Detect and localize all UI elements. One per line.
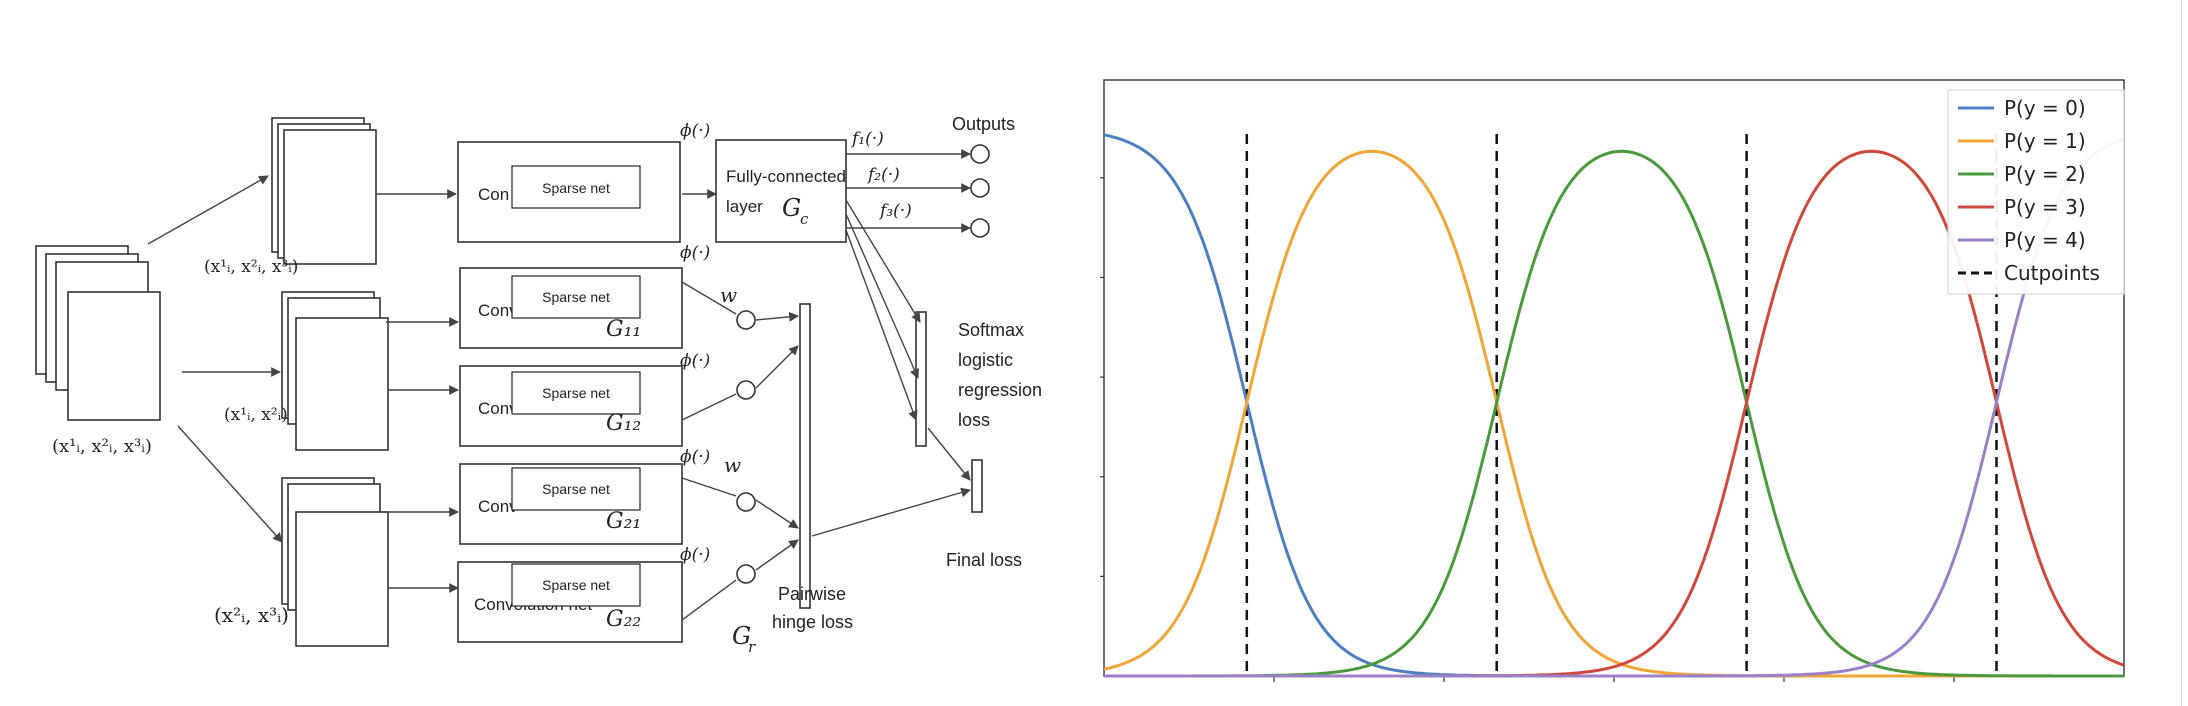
f1-label: f₁(·) <box>850 129 884 149</box>
output-lines <box>846 149 971 233</box>
input-triple-label: (x¹ᵢ, x²ᵢ, x³ᵢ) <box>52 436 152 457</box>
legend-label-0: P(y = 0) <box>2004 96 2086 120</box>
g21-label: G₂₁ <box>606 509 641 534</box>
sparse-net-label: Sparse net <box>542 481 610 497</box>
conv-box-g22: Convolution net Sparse net G₂₂ <box>457 561 683 643</box>
outputs-label: Outputs <box>952 114 1015 134</box>
w-label-lower: w <box>724 453 741 477</box>
svg-text:Conv: Conv <box>478 399 518 418</box>
scrollbar-track[interactable] <box>2181 0 2182 706</box>
pairwise-hinge-bar <box>799 303 811 609</box>
svg-text:layer: layer <box>726 197 763 216</box>
top-image-stack <box>271 117 377 265</box>
svg-text:regression: regression <box>958 380 1042 400</box>
pair-lines <box>681 281 737 621</box>
final-loss-label: Final loss <box>946 550 1022 570</box>
g12-label: G₁₂ <box>606 411 641 436</box>
input-arrows <box>147 175 459 593</box>
input-image-stack <box>35 245 161 421</box>
ordinal-probability-chart: P(y = 0) P(y = 1) P(y = 2) P(y = 3) P(y = 4)… <box>1100 79 2125 682</box>
gr-sub-label: r <box>748 638 756 656</box>
legend-label-5: Cutpoints <box>2004 261 2100 285</box>
svg-text:ϕ(·): ϕ(·) <box>680 243 710 263</box>
svg-text:ϕ(·): ϕ(·) <box>680 121 710 141</box>
svg-text:logistic: logistic <box>958 350 1013 370</box>
bottom-image-stack <box>281 477 389 647</box>
series-lines <box>1103 133 2125 678</box>
legend-label-1: P(y = 1) <box>2004 129 2086 153</box>
phi-labels: ϕ(·) ϕ(·) ϕ(·) ϕ(·) ϕ(·) <box>680 121 710 565</box>
fully-connected-layer: Fully-connected layer G c <box>715 139 847 243</box>
bottom-input-label: (x²ᵢ, x³ᵢ) <box>214 603 289 627</box>
sparse-net-label: Sparse net <box>542 180 610 196</box>
g22-label: G₂₂ <box>606 607 641 632</box>
svg-text:loss: loss <box>958 410 990 430</box>
f2-label: f₂(·) <box>866 165 900 185</box>
middle-input-label: (x¹ᵢ, x²ᵢ) <box>224 405 288 425</box>
svg-text:ϕ(·): ϕ(·) <box>680 351 710 371</box>
sparse-net-label: Sparse net <box>542 577 610 593</box>
conv-box-g21: Conv Sparse net G₂₁ <box>459 463 683 545</box>
pairwise-label: Pairwise <box>778 584 846 604</box>
softmax-label: Softmax logistic regression loss <box>958 320 1042 430</box>
svg-text:Con: Con <box>478 185 509 204</box>
svg-text:c: c <box>800 210 809 228</box>
svg-text:Conv: Conv <box>478 497 518 516</box>
svg-text:ϕ(·): ϕ(·) <box>680 545 710 565</box>
gr-label: G <box>732 622 751 650</box>
conv-box-top: Con Sparse net <box>457 141 681 243</box>
series-line-4 <box>1104 137 2125 678</box>
final-loss-bar <box>971 459 983 513</box>
svg-text:Fully-connected: Fully-connected <box>726 167 846 186</box>
output-nodes <box>970 144 990 238</box>
svg-text:G: G <box>782 194 801 222</box>
f3-label: f₃(·) <box>878 201 912 221</box>
g11-label: G₁₁ <box>606 317 641 342</box>
conv-box-g12: Conv Sparse net G₁₂ <box>459 365 683 447</box>
weight-nodes <box>736 310 756 584</box>
sparse-net-label: Sparse net <box>542 385 610 401</box>
legend: P(y = 0) P(y = 1) P(y = 2) P(y = 3) P(y = 4)… <box>1947 89 2125 295</box>
svg-text:Softmax: Softmax <box>958 320 1024 340</box>
svg-text:Conv: Conv <box>478 301 518 320</box>
node-to-hinge-arrows <box>755 311 799 571</box>
sparse-net-label: Sparse net <box>542 289 610 305</box>
middle-image-stack <box>281 291 389 451</box>
hinge-loss-label: hinge loss <box>772 612 853 632</box>
top-input-label: (x¹ᵢ, x²ᵢ, x³ᵢ) <box>204 257 298 277</box>
conv-box-g11: Conv Sparse net G₁₁ <box>459 267 683 349</box>
svg-text:ϕ(·): ϕ(·) <box>680 447 710 467</box>
hinge-to-final-arrow <box>811 487 971 537</box>
network-diagram: (x¹ᵢ, x²ᵢ, x³ᵢ) (x¹ᵢ, x²ᵢ, x³ᵢ) (x¹ᵢ, x²… <box>35 114 1042 656</box>
legend-label-2: P(y = 2) <box>2004 162 2086 186</box>
fc-to-softmax-arrows <box>845 199 921 421</box>
legend-label-3: P(y = 3) <box>2004 195 2086 219</box>
w-label-upper: w <box>720 283 737 307</box>
softmax-to-final-arrow <box>927 427 971 481</box>
softmax-loss-bar <box>915 311 927 447</box>
legend-label-4: P(y = 4) <box>2004 228 2086 252</box>
